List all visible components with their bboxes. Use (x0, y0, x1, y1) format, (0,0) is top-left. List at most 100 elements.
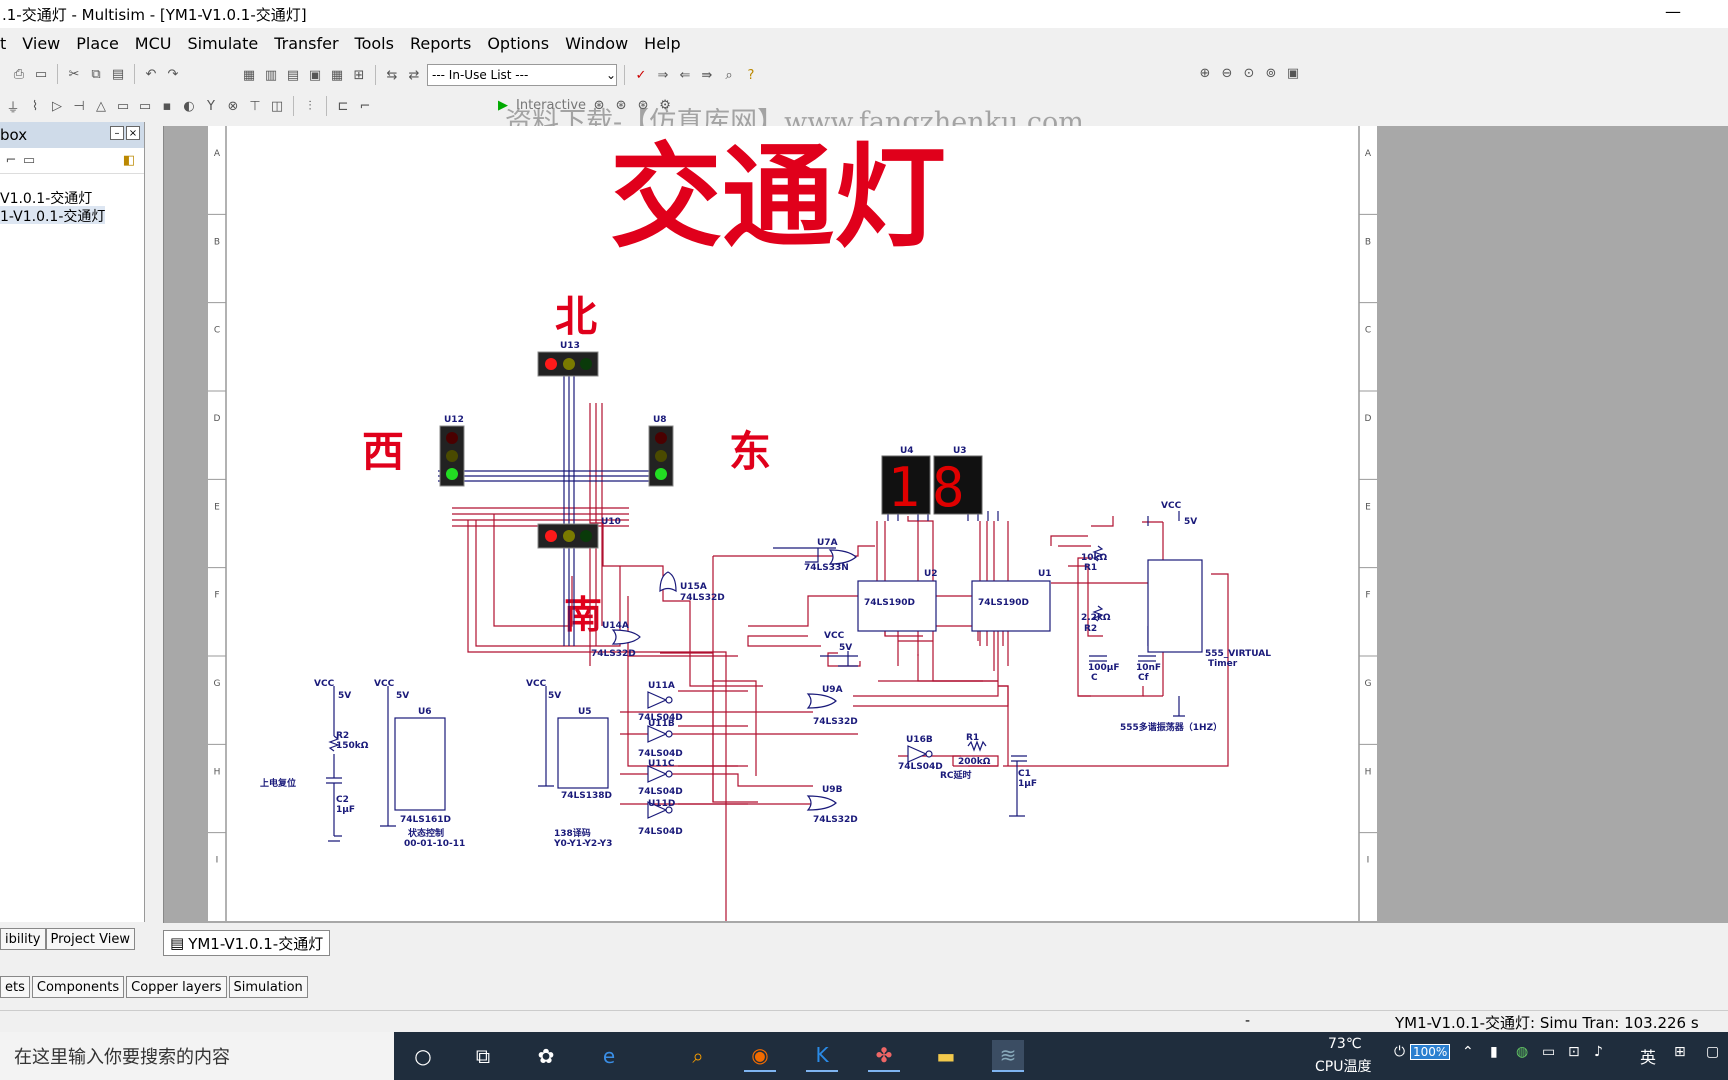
back-icon[interactable]: ⇐ (679, 67, 691, 83)
menu-simulate[interactable]: Simulate (187, 33, 259, 53)
transfer-icon[interactable]: ⇒ (657, 67, 669, 83)
folder-icon[interactable]: ▭ (22, 153, 36, 168)
spreadsheet-icon[interactable]: ▥ (264, 67, 278, 83)
power-icon[interactable]: Y (207, 98, 215, 114)
probe-icon[interactable]: ⊛ (593, 97, 605, 113)
menu-reports[interactable]: Reports (409, 33, 472, 53)
row-label: G (214, 679, 221, 689)
chevron-up-icon[interactable]: ⌃ (1462, 1044, 1474, 1060)
edge-icon[interactable]: e (602, 1044, 616, 1068)
menu-view[interactable]: View (22, 33, 61, 53)
copy-icon[interactable]: ⧉ (91, 66, 101, 82)
menu-place[interactable]: Place (76, 33, 119, 53)
battery-level[interactable]: 100% (1410, 1044, 1451, 1060)
rf-icon[interactable]: ⊗ (227, 98, 239, 114)
menu-transfer[interactable]: Transfer (274, 33, 339, 53)
tab-components[interactable]: Components (31, 976, 125, 998)
hierarchy-icon[interactable]: ⊞ (353, 67, 365, 83)
bus-icon[interactable]: ⫶ (308, 98, 312, 114)
menu-mcu[interactable]: MCU (134, 33, 172, 53)
transistor-icon[interactable]: ⊣ (73, 98, 85, 114)
app-icon[interactable]: ◉ (744, 1040, 776, 1072)
erc-icon[interactable]: ✓ (635, 67, 647, 83)
app-tray-icon[interactable]: ◍ (1516, 1044, 1529, 1060)
cortana-icon[interactable]: ○ (414, 1044, 432, 1068)
in-use-list-select[interactable]: --- In-Use List --- ⌄ (427, 64, 617, 86)
find-icon[interactable]: ⌕ (725, 67, 733, 83)
help-icon[interactable]: ? (747, 67, 755, 83)
back-annotate-icon[interactable]: ⇆ (386, 67, 398, 83)
tree-item-sheet[interactable]: 1-V1.0.1-交通灯 (0, 206, 144, 225)
pin-button[interactable]: – (110, 126, 124, 140)
cut-icon[interactable]: ✂ (68, 66, 80, 82)
tab-copper-layers[interactable]: Copper layers (126, 976, 227, 998)
redo-icon[interactable]: ↷ (167, 66, 179, 82)
app-icon[interactable]: ✿ (537, 1044, 555, 1068)
undo-icon[interactable]: ↶ (145, 66, 157, 82)
tab-visibility[interactable]: ibility (0, 928, 46, 950)
paste-icon[interactable]: ▤ (111, 66, 125, 82)
component-labels: U13 U12 U8 U10 U4 U3 U7A 74LS33N U2 U1 7… (260, 341, 1271, 849)
basic-icon[interactable]: ⌇ (31, 98, 39, 114)
ime-indicator[interactable]: 英 (1640, 1048, 1657, 1067)
forward-annotate-icon[interactable]: ⇄ (408, 67, 420, 83)
taskbar-search[interactable]: 在这里输入你要搜索的内容 (0, 1032, 394, 1080)
menu-help[interactable]: Help (644, 33, 681, 53)
notification-icon[interactable]: ▢ (1706, 1044, 1720, 1060)
network-icon[interactable]: ⊡ (1568, 1044, 1580, 1060)
tab-simulation[interactable]: Simulation (228, 976, 308, 998)
open-icon[interactable]: ◧ (122, 153, 136, 168)
search-icon[interactable]: ⌕ (692, 1044, 704, 1068)
close-icon[interactable]: × (126, 126, 140, 140)
diode-icon[interactable]: ▷ (52, 98, 62, 114)
tree-item-design[interactable]: V1.0.1-交通灯 (0, 188, 144, 207)
analysis-mode-label[interactable]: Interactive (516, 97, 587, 113)
fullscreen-icon[interactable]: ▣ (1286, 65, 1300, 81)
volume-icon[interactable]: ♪ (1594, 1044, 1603, 1060)
database-icon[interactable]: ▤ (286, 67, 300, 83)
mic-icon[interactable]: ▮ (1490, 1044, 1498, 1060)
forward-icon[interactable]: ⇛ (701, 67, 713, 83)
ttl-icon[interactable]: ▭ (116, 98, 130, 114)
source-icon[interactable]: ⏚ (6, 100, 20, 116)
tab-document[interactable]: ▤ YM1-V1.0.1-交通灯 (163, 930, 331, 956)
mcu-icon[interactable]: ◫ (270, 98, 284, 114)
analog-icon[interactable]: △ (96, 98, 106, 114)
task-view-icon[interactable]: ⧉ (475, 1044, 491, 1068)
indicator-icon[interactable]: ◐ (183, 98, 195, 114)
zoom-sheet-icon[interactable]: ⊚ (1265, 65, 1277, 81)
tab-project-view[interactable]: Project View (45, 928, 135, 950)
label-u16b: U16B (906, 735, 933, 745)
minimize-button[interactable]: — (1665, 2, 1681, 21)
wire-icon[interactable]: ⌐ (359, 98, 371, 114)
new-folder-icon[interactable]: ⌐ (5, 153, 17, 168)
settings-icon[interactable]: ⚙ (659, 97, 671, 113)
battery-icon[interactable]: ▭ (1542, 1044, 1556, 1060)
probe-icon[interactable]: ⊛ (615, 97, 627, 113)
run-icon[interactable]: ▶ (498, 97, 508, 113)
hier-block-icon[interactable]: ⊏ (337, 98, 349, 114)
kugou-icon[interactable]: K (806, 1040, 838, 1072)
misc-icon[interactable]: ▪ (162, 98, 172, 114)
print-preview-icon[interactable]: ▭ (34, 66, 48, 82)
zoom-area-icon[interactable]: ⊙ (1243, 65, 1255, 81)
menu-options[interactable]: Options (487, 33, 550, 53)
postprocessor-icon[interactable]: ▦ (330, 67, 344, 83)
zoom-out-icon[interactable]: ⊖ (1221, 65, 1233, 81)
grid-icon[interactable]: ▦ (242, 67, 256, 83)
zoom-in-icon[interactable]: ⊕ (1199, 65, 1211, 81)
print-icon[interactable]: ⎙ (13, 66, 25, 82)
probe-icon[interactable]: ⊛ (637, 97, 649, 113)
folder-icon[interactable]: ▬ (936, 1044, 956, 1068)
grapher-icon[interactable]: ▣ (308, 67, 322, 83)
tab-nets[interactable]: ets (0, 976, 30, 998)
menu-file-partial[interactable]: t (0, 33, 7, 53)
menu-tools[interactable]: Tools (354, 33, 394, 53)
electromech-icon[interactable]: ⊤ (249, 98, 261, 114)
menu-window[interactable]: Window (565, 33, 629, 53)
multisim-icon[interactable]: ≋ (992, 1040, 1024, 1072)
keyboard-icon[interactable]: ⊞ (1674, 1044, 1686, 1060)
cmos-icon[interactable]: ▭ (138, 98, 152, 114)
app-icon[interactable]: ✤ (868, 1040, 900, 1072)
